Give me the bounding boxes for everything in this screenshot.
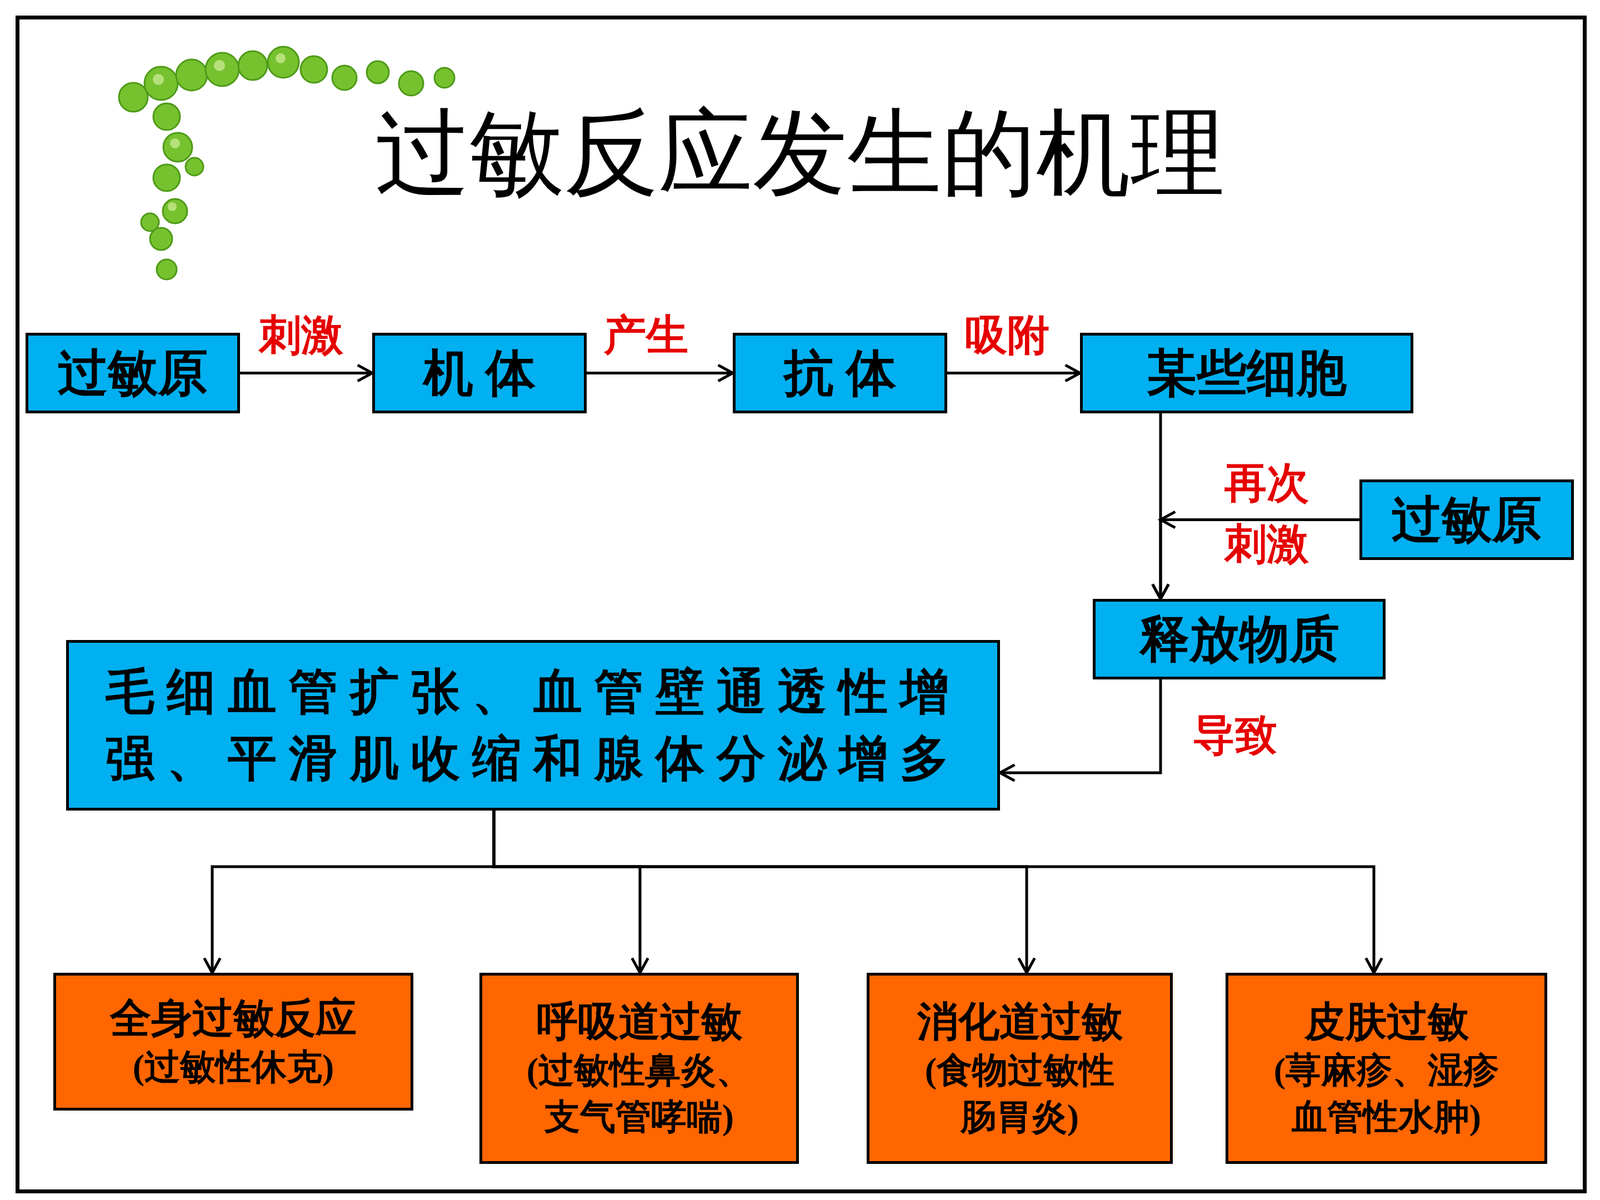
node-text: 机 体 <box>423 342 537 404</box>
node-subtext: (过敏性休克) <box>121 1043 346 1091</box>
connector <box>1000 679 1161 781</box>
process-box: 释放物质 <box>1092 598 1386 680</box>
arrow-head <box>357 365 373 382</box>
node-text: 消化道过敏 <box>917 996 1123 1048</box>
edge-label: 吸附 <box>951 304 1063 366</box>
connector <box>493 810 648 973</box>
arrow-head <box>1152 584 1169 599</box>
symptom-box: 呼吸道过敏(过敏性鼻炎、 支气管哮喘) <box>479 972 799 1164</box>
connector-line <box>493 810 1027 973</box>
connector-line <box>493 810 1374 973</box>
arrow-head <box>1152 584 1169 599</box>
node-text: 呼吸道过敏 <box>536 996 743 1048</box>
arrow-head <box>204 958 221 973</box>
arrow-head <box>718 365 733 382</box>
node-text: 全身过敏反应 <box>110 992 357 1044</box>
process-box: 某些细胞 <box>1080 332 1414 414</box>
node-subtext: (过敏性鼻炎、 支气管哮喘) <box>482 1047 797 1141</box>
arrow-head <box>632 958 649 973</box>
connector-line <box>947 371 1080 375</box>
node-subtext: (荨麻疹、湿疹 血管性水肿) <box>1228 1047 1545 1141</box>
connector-line <box>1000 679 1161 773</box>
edge-label: 产生 <box>590 304 702 366</box>
node-text: 过敏原 <box>1391 489 1542 551</box>
symptom-box: 皮肤过敏(荨麻疹、湿疹 血管性水肿) <box>1225 972 1548 1164</box>
node-text: 皮肤过敏 <box>1304 996 1469 1048</box>
arrow-head <box>1160 511 1175 528</box>
node-text: 毛细血管扩张、血管壁通透性增强、平滑肌收缩和腺体分泌增多 <box>68 658 998 793</box>
arrow-head <box>1366 958 1383 973</box>
process-box: 过敏原 <box>1359 479 1574 560</box>
connector-line <box>586 371 733 375</box>
symptom-box: 消化道过敏(食物过敏性 肠胃炎) <box>866 972 1173 1164</box>
process-box: 毛细血管扩张、血管壁通透性增强、平滑肌收缩和腺体分泌增多 <box>66 640 1000 811</box>
connector <box>947 365 1080 382</box>
arrow-head <box>1065 365 1080 382</box>
arrow-head <box>1018 958 1035 973</box>
node-subtext: (食物过敏性 肠胃炎) <box>869 1047 1170 1141</box>
diagram-title: 过敏反应发生的机理 <box>0 97 1600 209</box>
connector <box>204 810 494 973</box>
connector-line <box>240 371 373 375</box>
node-text: 过敏原 <box>57 342 208 404</box>
connector <box>493 810 1035 973</box>
process-box: 抗 体 <box>732 332 948 414</box>
process-box: 过敏原 <box>25 332 240 414</box>
node-text: 某些细胞 <box>1146 342 1347 404</box>
node-text: 抗 体 <box>783 342 897 404</box>
arrow-head <box>1000 765 1015 782</box>
edge-label: 再次 刺激 <box>1216 452 1317 575</box>
node-text: 释放物质 <box>1139 608 1340 670</box>
connector-line <box>493 810 640 973</box>
edge-label: 刺激 <box>245 304 357 366</box>
connector <box>1152 413 1169 599</box>
connector-line <box>1159 413 1163 599</box>
symptom-box: 全身过敏反应(过敏性休克) <box>53 972 414 1111</box>
connector <box>240 365 373 382</box>
process-box: 机 体 <box>372 332 587 414</box>
edge-label: 导致 <box>1179 704 1291 766</box>
connector <box>493 810 1382 973</box>
connector <box>586 365 733 382</box>
connector-line <box>212 810 494 973</box>
